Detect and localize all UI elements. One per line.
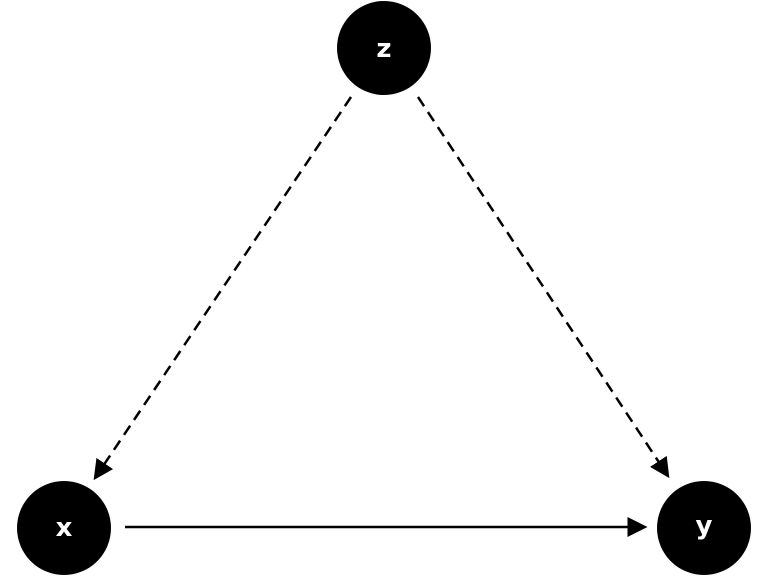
edge-z-to-x: [93, 96, 353, 481]
edges-layer: [93, 96, 670, 537]
node-y: y: [657, 481, 751, 575]
node-x-label: x: [56, 513, 73, 543]
node-z: z: [337, 1, 431, 95]
node-x: x: [17, 481, 111, 575]
node-y-label: y: [696, 511, 713, 541]
edge-z-to-y: [416, 96, 670, 479]
node-z-label: z: [376, 34, 391, 64]
nodes-layer: z x y: [17, 1, 751, 575]
